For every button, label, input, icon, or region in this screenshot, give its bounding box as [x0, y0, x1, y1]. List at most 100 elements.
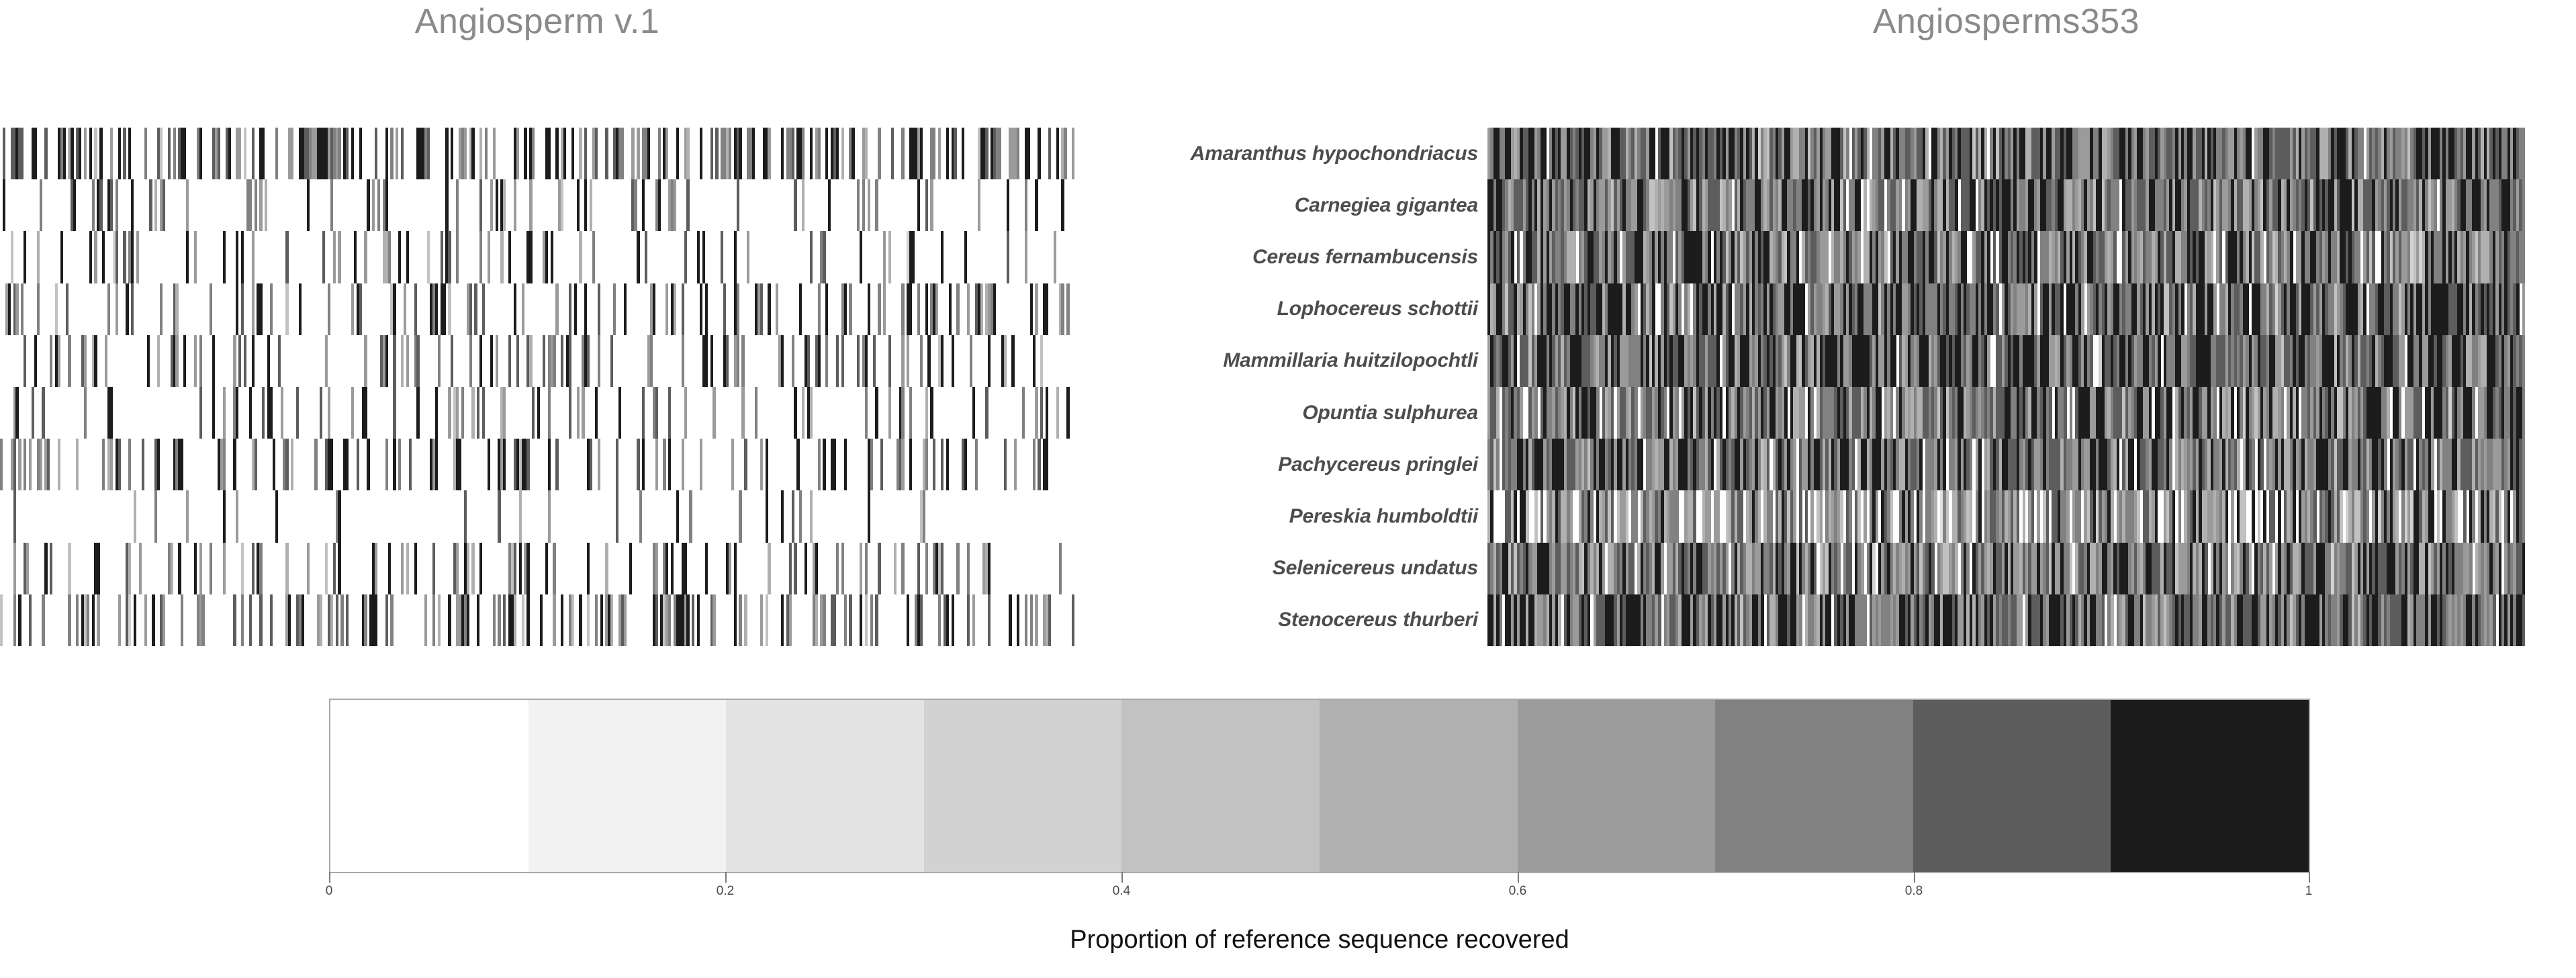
heatmap-cell — [1781, 439, 1785, 491]
heatmap-cell — [2058, 231, 2061, 283]
heatmap-cell — [2313, 439, 2317, 491]
heatmap-cell — [2037, 179, 2041, 232]
heatmap-cell — [927, 335, 931, 387]
heatmap-cell — [2498, 335, 2502, 387]
heatmap-cell — [275, 490, 278, 543]
heatmap-cell — [1828, 439, 1832, 491]
heatmap-cell — [1032, 335, 1036, 387]
heatmap-cell — [1940, 542, 1943, 594]
heatmap-cell — [1775, 231, 1779, 283]
heatmap-cell — [401, 335, 404, 387]
heatmap-cell — [2301, 542, 2305, 594]
heatmap-cell — [524, 128, 527, 180]
heatmap-cell — [451, 128, 454, 180]
heatmap-cell — [1687, 283, 1691, 335]
heatmap-cell — [1649, 335, 1653, 387]
heatmap-cell — [2254, 594, 2258, 646]
heatmap-cell — [1661, 542, 1664, 594]
heatmap-cell — [2346, 283, 2349, 335]
heatmap-cell — [236, 128, 239, 180]
heatmap-cell — [2284, 335, 2287, 387]
heatmap-cell — [1837, 594, 1841, 646]
heatmap-cell — [2011, 179, 2014, 232]
heatmap-cell — [2005, 386, 2008, 439]
heatmap-cell — [406, 335, 410, 387]
heatmap-cell — [2445, 335, 2449, 387]
heatmap-cell — [2522, 386, 2525, 439]
heatmap-cell — [1628, 283, 1632, 335]
heatmap-cell — [2005, 439, 2008, 491]
heatmap-cell — [2007, 386, 2011, 439]
heatmap-cell — [2448, 490, 2452, 543]
heatmap-cell — [2148, 128, 2152, 180]
heatmap-cell — [1866, 231, 1870, 283]
heatmap-cell — [909, 439, 913, 491]
heatmap-cell — [2510, 439, 2514, 491]
heatmap-cell — [1561, 542, 1565, 594]
heatmap-cell — [73, 179, 77, 232]
heatmap-cell — [802, 386, 805, 439]
heatmap-cell — [2495, 439, 2499, 491]
heatmap-cell — [1555, 439, 1559, 491]
heatmap-cell — [2284, 594, 2287, 646]
heatmap-cell — [1804, 490, 1808, 543]
heatmap-cell — [2254, 335, 2258, 387]
heatmap-cell — [1855, 490, 1858, 543]
heatmap-cell — [526, 335, 530, 387]
heatmap-cell — [2078, 231, 2082, 283]
heatmap-cell — [2304, 594, 2308, 646]
heatmap-cell — [314, 128, 318, 180]
heatmap-cell — [1911, 490, 1914, 543]
heatmap-cell — [1722, 128, 1726, 180]
heatmap-cell — [2522, 283, 2525, 335]
heatmap-cell — [2128, 490, 2131, 543]
heatmap-cell — [2340, 490, 2343, 543]
heatmap-cell — [1822, 283, 1826, 335]
heatmap-cell — [2125, 386, 2129, 439]
heatmap-cell — [1990, 179, 1994, 232]
heatmap-cell — [2440, 179, 2443, 232]
heatmap-cell — [2416, 594, 2420, 646]
species-label: Cereus fernambucensis — [1252, 245, 1478, 268]
heatmap-cell — [862, 128, 866, 180]
heatmap-cell — [663, 439, 666, 491]
heatmap-cell — [1631, 439, 1635, 491]
heatmap-cell — [1696, 128, 1700, 180]
heatmap-cell — [2340, 594, 2343, 646]
heatmap-cell — [1602, 335, 1606, 387]
colorbar-segment — [528, 700, 727, 872]
heatmap-cell — [2357, 386, 2361, 439]
heatmap-cell — [1558, 128, 1561, 180]
heatmap-cell — [568, 386, 572, 439]
heatmap-cell — [1855, 283, 1858, 335]
heatmap-cell — [1740, 490, 1744, 543]
heatmap-cell — [1958, 335, 1961, 387]
heatmap-cell — [2137, 335, 2140, 387]
heatmap-cell — [123, 231, 126, 283]
heatmap-cell — [563, 128, 567, 180]
heatmap-cell — [1810, 283, 1814, 335]
heatmap-cell — [1619, 283, 1623, 335]
heatmap-cell — [513, 283, 517, 335]
heatmap-cell — [2281, 128, 2285, 180]
heatmap-cell — [2407, 231, 2411, 283]
heatmap-cell — [2507, 594, 2511, 646]
heatmap-cell — [2210, 490, 2214, 543]
heatmap-cell — [2481, 335, 2485, 387]
heatmap-cell — [1857, 128, 1861, 180]
heatmap-cell — [1655, 335, 1659, 387]
heatmap-cell — [2128, 542, 2131, 594]
heatmap-cell — [788, 594, 792, 646]
heatmap-cell — [2201, 490, 2205, 543]
heatmap-cell — [2522, 128, 2525, 180]
heatmap-cell — [91, 179, 95, 232]
heatmap-cell — [2110, 335, 2114, 387]
heatmap-cell — [477, 386, 480, 439]
heatmap-cell — [1681, 335, 1685, 387]
heatmap-cell — [2225, 594, 2229, 646]
heatmap-cell — [2340, 283, 2343, 335]
species-label: Stenocereus thurberi — [1278, 609, 1478, 631]
heatmap-cell — [2011, 386, 2014, 439]
heatmap-cell — [215, 128, 218, 180]
heatmap-cell — [933, 283, 936, 335]
